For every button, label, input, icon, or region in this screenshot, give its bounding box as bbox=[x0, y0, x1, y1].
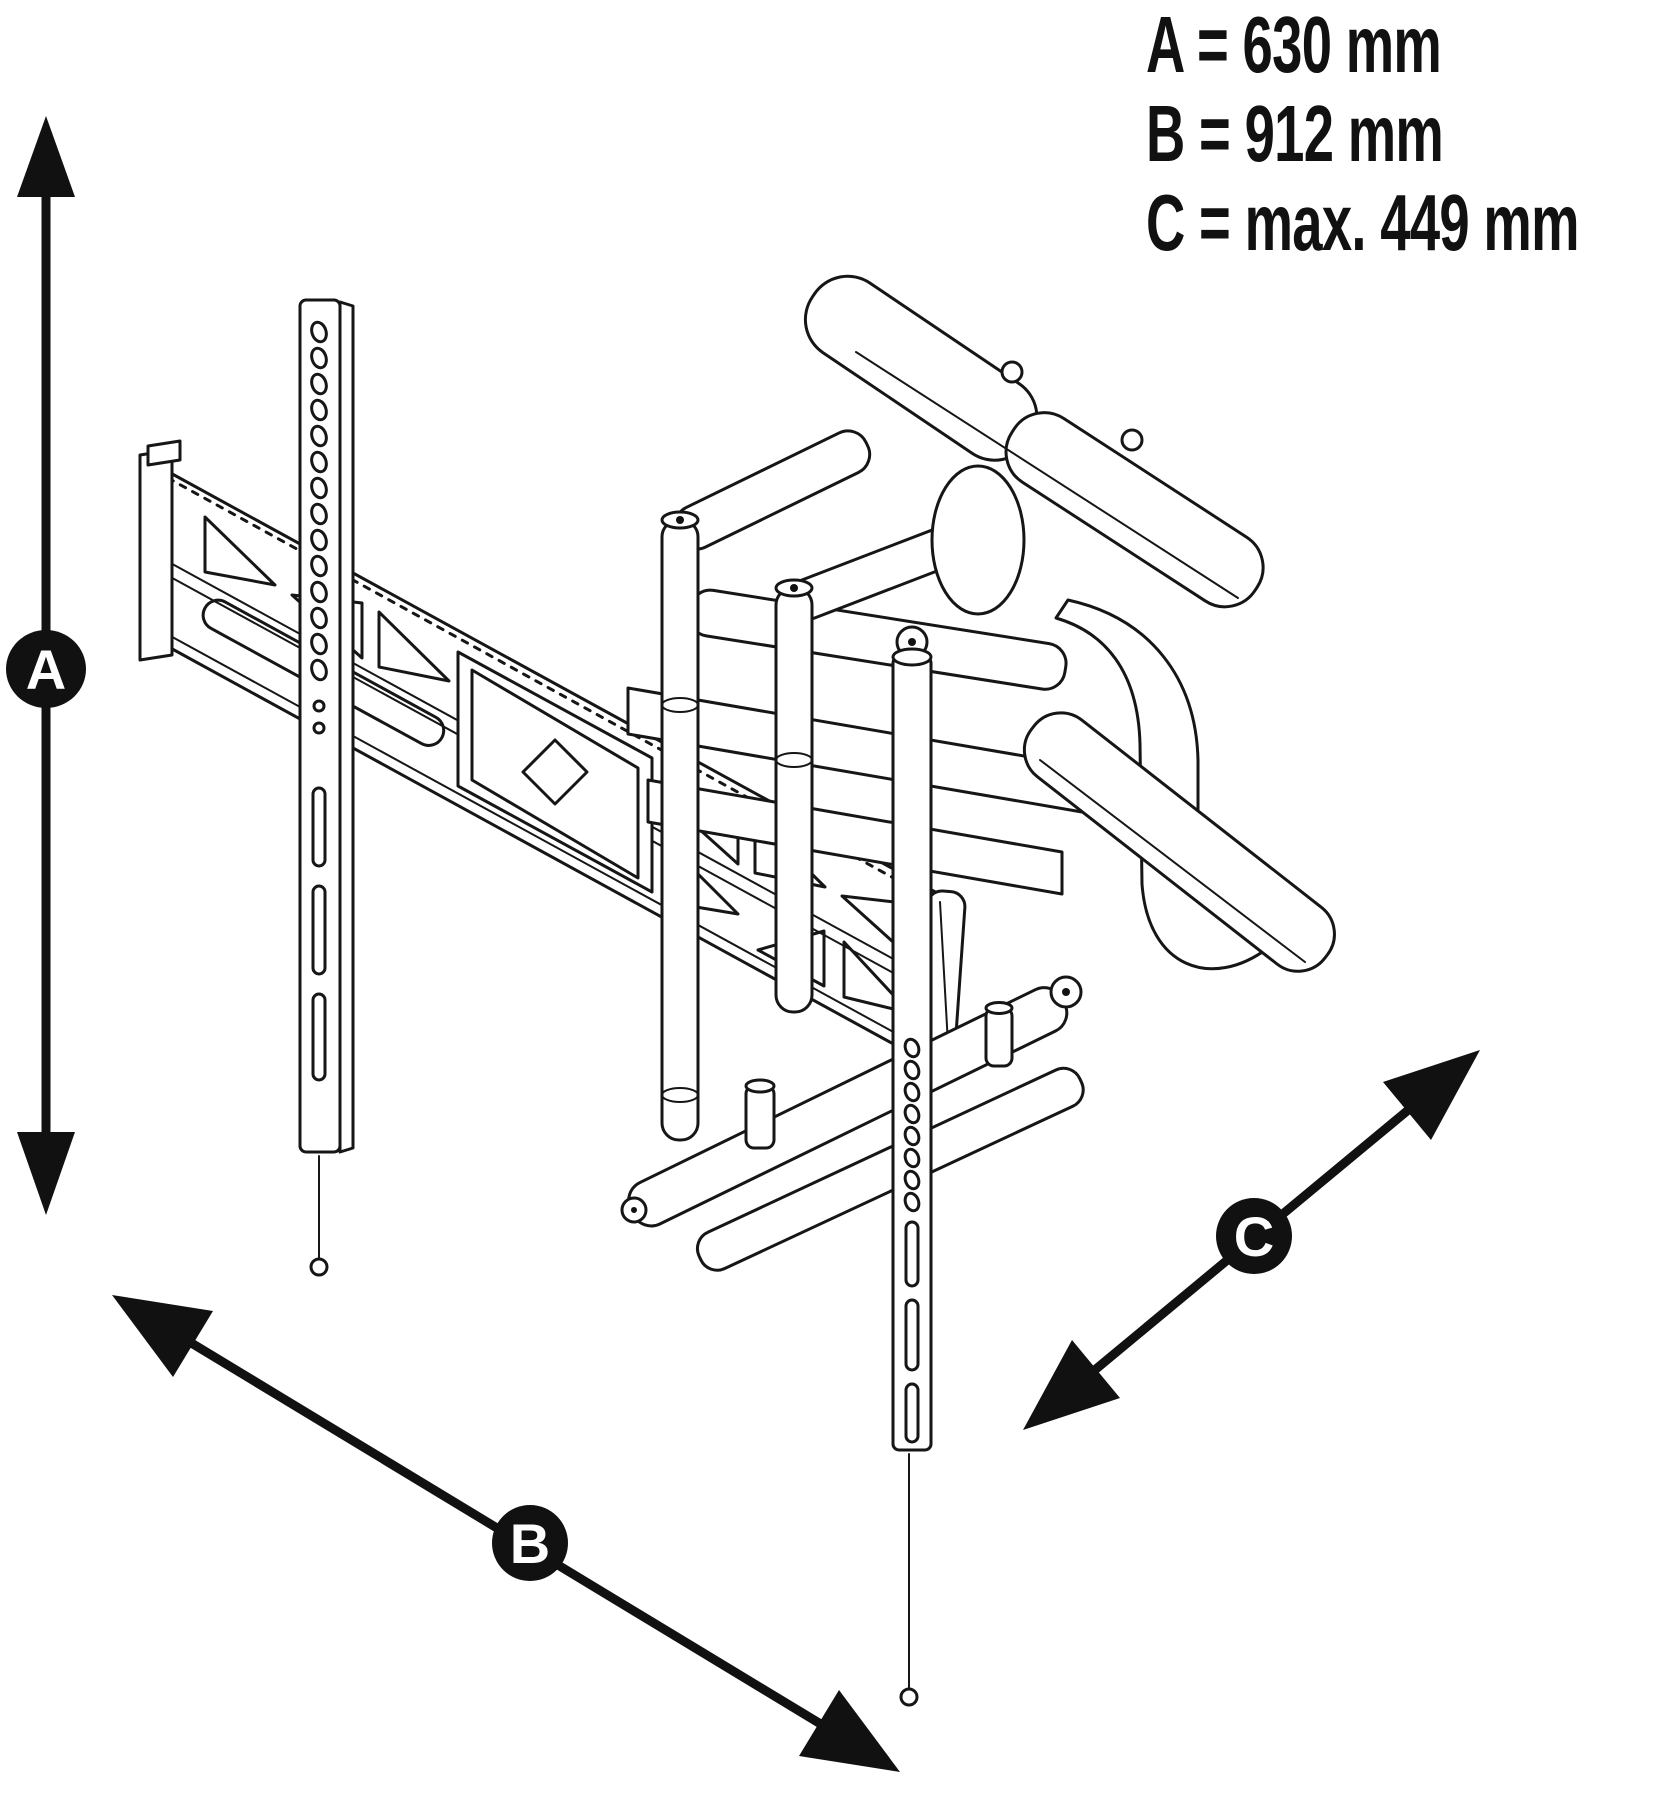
lower-scissor-arms bbox=[620, 975, 1085, 1272]
arrowhead-up-icon bbox=[17, 116, 75, 197]
wing-cable-notch bbox=[1120, 428, 1144, 452]
dimension-arrow-c: C bbox=[1023, 1050, 1480, 1430]
pivot-post-right bbox=[774, 578, 814, 1014]
arrowhead-down-left-icon bbox=[1023, 1340, 1120, 1430]
upper-arm-bar bbox=[687, 588, 1068, 691]
diamond-logo-icon bbox=[521, 738, 589, 806]
lower-pivot-right bbox=[1049, 975, 1083, 1009]
arrowhead-up-right-icon bbox=[1383, 1050, 1480, 1140]
legend-line-a: A = 630 mm bbox=[1146, 0, 1442, 89]
dimension-arrow-a: A bbox=[6, 116, 86, 1215]
dimension-badge-a: A bbox=[6, 630, 86, 708]
truss-triangle bbox=[842, 940, 912, 1015]
badge-letter-c: C bbox=[1234, 1205, 1274, 1268]
rail-top-pivot-dot bbox=[908, 638, 916, 646]
badge-letter-b: B bbox=[510, 1512, 550, 1575]
rail-top-cap bbox=[891, 647, 933, 667]
dimension-badge-c: C bbox=[1216, 1198, 1292, 1274]
wing-fold-line bbox=[855, 351, 1239, 599]
tv-bracket-bottom-wing bbox=[1022, 711, 1336, 973]
dimension-legend: A = 630 mm B = 912 mm C = max. 449 mm bbox=[1146, 0, 1579, 267]
legend-line-c: C = max. 449 mm bbox=[1146, 178, 1579, 267]
pivot-foot-cylinder bbox=[984, 1001, 1014, 1068]
rail-side-face bbox=[338, 300, 355, 1154]
lock-plate-face bbox=[456, 650, 654, 894]
wing-cable-notch bbox=[1000, 360, 1024, 384]
arrowhead-down-right-icon bbox=[799, 1690, 900, 1772]
wing-right-segment bbox=[1004, 411, 1265, 609]
wing-fold-line bbox=[1039, 759, 1306, 963]
plumb-line-left bbox=[309, 1155, 329, 1277]
upper-arm-bar bbox=[673, 429, 872, 551]
rail-front-face bbox=[298, 298, 342, 1154]
rail-screw-hole bbox=[312, 721, 326, 735]
lower-pivot-left bbox=[620, 1196, 648, 1224]
end-cap-tab bbox=[146, 439, 182, 467]
rail-slot-column bbox=[311, 786, 327, 1082]
legend-line-b: B = 912 mm bbox=[1146, 89, 1444, 178]
left-vesa-rail bbox=[298, 298, 355, 1277]
dimension-arrow-b: B bbox=[112, 1295, 900, 1772]
rail-hole-column bbox=[903, 1037, 921, 1213]
rail-front-face bbox=[891, 655, 933, 1452]
plumb-line-right bbox=[899, 1453, 919, 1707]
pivot-foot-cylinder bbox=[744, 1078, 776, 1150]
truss-triangle bbox=[377, 610, 451, 683]
pivot-post-left bbox=[660, 510, 700, 1142]
wing-body bbox=[1022, 711, 1336, 973]
tv-bracket-top-wing bbox=[803, 274, 1265, 616]
arrowhead-up-left-icon bbox=[112, 1295, 213, 1377]
end-cap-line bbox=[939, 901, 949, 1045]
lock-plate-inner-border bbox=[470, 668, 640, 880]
center-lock-plate bbox=[456, 650, 654, 894]
wall-plate-bottom-inner-edge bbox=[164, 632, 951, 1064]
rail-hole-column bbox=[310, 320, 328, 682]
arrowhead-down-icon bbox=[17, 1132, 75, 1215]
truss-triangle bbox=[203, 515, 277, 587]
rail-screw-hole bbox=[312, 699, 326, 713]
rail-slot-column bbox=[904, 1220, 920, 1444]
right-vesa-rail bbox=[891, 625, 933, 1707]
wall-plate-left-end-cap bbox=[138, 439, 182, 662]
tilt-beak-bracket bbox=[930, 464, 1026, 616]
badge-letter-a: A bbox=[26, 638, 66, 701]
end-cap-face bbox=[138, 448, 174, 662]
dimension-badge-b: B bbox=[492, 1505, 568, 1581]
